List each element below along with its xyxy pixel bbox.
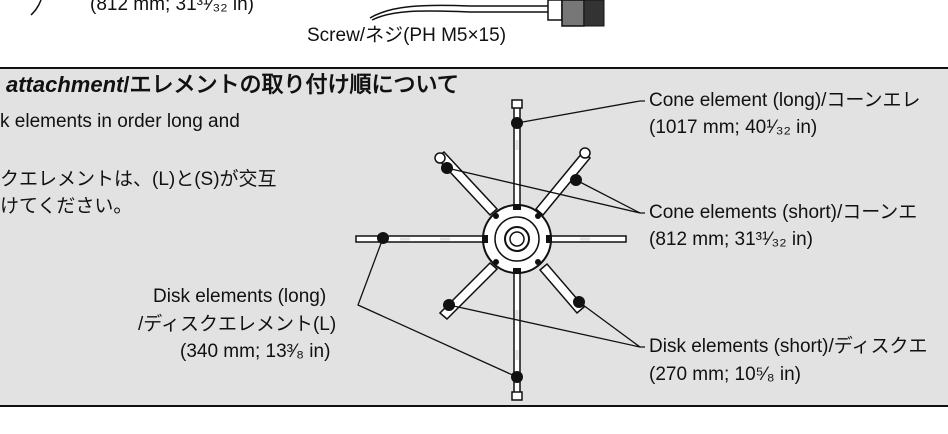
cone-long-title: Cone element (long)/コーンエレ [649,90,921,111]
disk-element-lower-right [538,262,586,315]
cable-line [369,4,548,19]
disk-long-title: Disk elements (long) [153,286,327,307]
connector-knurl [583,0,605,27]
connector-body [547,0,563,21]
cone-element-upper-left [435,150,499,217]
cable-sketch [30,0,42,16]
cone-short-spec: (812 mm; 31³¹⁄₃₂ in) [649,229,813,250]
connector-nut [561,0,585,27]
disk-short-spec: (270 mm; 10⁵⁄₈ in) [649,364,801,385]
body-text-jp-2: けてください。 [0,196,133,217]
body-text-en: k elements in order long and [0,111,240,132]
leader-lines [357,100,645,378]
disk-long-spec: (340 mm; 13³⁄₈ in) [180,341,331,362]
cone-long-spec: (1017 mm; 40¹⁄₃₂ in) [649,117,818,138]
disk-long-jp: /ディスクエレメント(L) [138,314,337,335]
body-text-jp-1: クエレメントは、(L)と(S)が交互 [0,169,277,190]
screw-label: Screw/ネジ(PH M5×15) [307,25,507,46]
antenna-hub [355,99,627,401]
disk-element-left [355,235,487,243]
disk-short-title: Disk elements (short)/ディスクエ [649,336,928,357]
top-spec-text: (812 mm; 31³¹⁄₃₂ in) [90,0,254,15]
heading-jp: /エレメントの取り付け順について [123,72,459,97]
cone-short-title: Cone elements (short)/コーンエ [649,202,918,223]
heading-en: attachment [6,72,124,97]
section-heading: attachment/エレメントの取り付け順について [6,74,459,96]
cable-line-2 [371,10,548,21]
leader-dots [377,117,585,383]
